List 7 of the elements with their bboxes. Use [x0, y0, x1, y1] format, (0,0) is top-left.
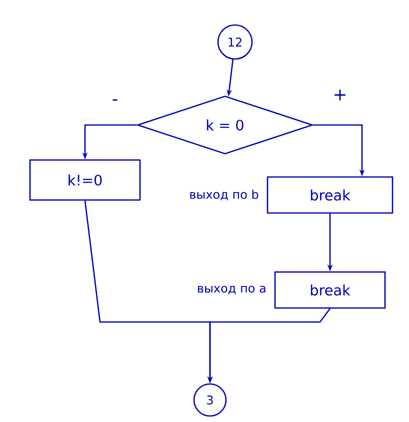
process-box: k!=0 — [29, 159, 141, 201]
process-box: break — [266, 176, 394, 214]
node-caption: выход по b — [190, 190, 258, 200]
edge-label: - — [112, 99, 118, 101]
edge-label: + — [334, 90, 346, 100]
node-caption: выход по a — [198, 286, 266, 294]
process-box: break — [274, 271, 386, 309]
